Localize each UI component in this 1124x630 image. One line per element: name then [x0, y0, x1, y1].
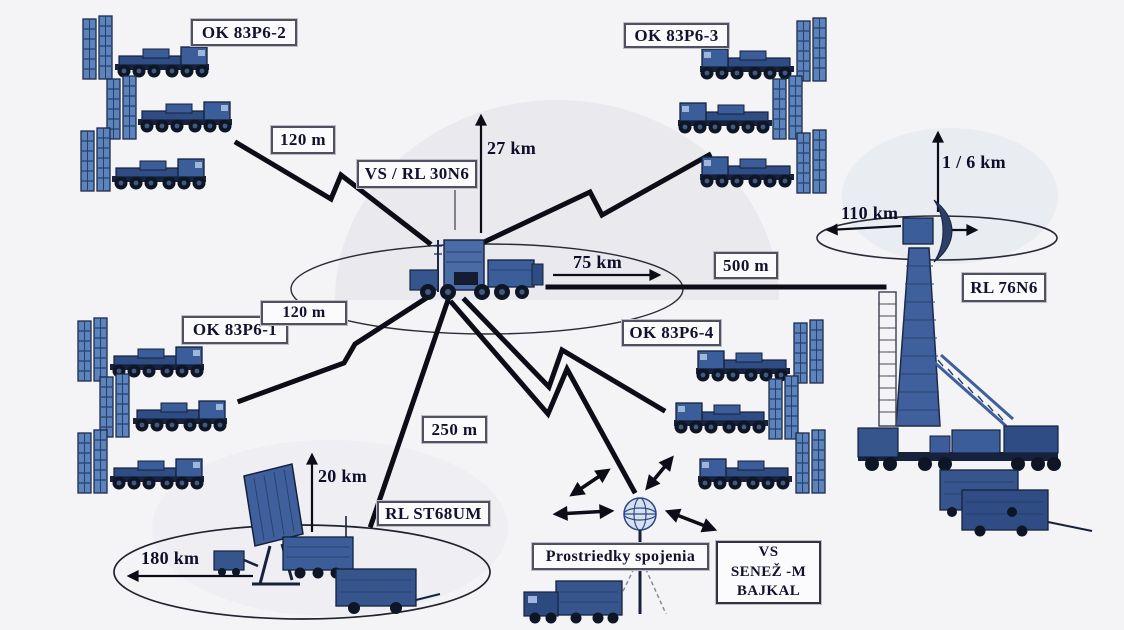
- link-to-83p6-1: [236, 293, 432, 405]
- link-lines: [233, 139, 887, 529]
- label-ok83p6-4: OK 83P6-4: [622, 320, 721, 346]
- senez-line-3: BAJKAL: [736, 583, 801, 600]
- arrow-110km: [825, 223, 902, 236]
- radar-st68um: [213, 463, 441, 614]
- distance-box-250m: 250 m: [422, 416, 487, 443]
- link-to-83p6-3: [478, 151, 713, 247]
- senez-line-2: SENEŽ -M: [730, 563, 807, 580]
- link-to-st68um: [367, 296, 452, 529]
- label-vs-rl-30n6: VS / RL 30N6: [357, 160, 477, 188]
- label-rl-st68um: RL ST68UM: [377, 501, 490, 526]
- distance-20km: 20 km: [318, 466, 368, 486]
- distance-box-120m-bottom: 120 m: [261, 301, 347, 325]
- link-to-comms: [448, 299, 638, 495]
- label-rl-76n6: RL 76N6: [962, 273, 1046, 302]
- distance-75km: 75 km: [573, 252, 623, 272]
- distance-1-6km: 1 / 6 km: [942, 152, 1006, 172]
- distance-110km: 110 km: [841, 203, 899, 223]
- distance-180km: 180 km: [141, 548, 200, 568]
- link-to-83p6-4: [461, 296, 667, 414]
- link-to-83p6-2: [233, 139, 433, 247]
- senez-line-1: VS: [758, 544, 779, 561]
- range-arrows: [126, 113, 979, 582]
- label-prostriedky-spojenia: Prostriedky spojenia: [532, 543, 709, 570]
- label-ok83p6-2: OK 83P6-2: [191, 19, 297, 46]
- distance-box-500m: 500 m: [714, 252, 778, 279]
- distance-27km: 27 km: [487, 138, 537, 158]
- mast-radar-76n6: [857, 199, 1093, 537]
- comms-truck: [523, 580, 623, 624]
- comms-arrows: [552, 455, 718, 533]
- radar-vehicle-30n6: [409, 239, 544, 300]
- label-ok83p6-3: OK 83P6-3: [624, 23, 729, 48]
- label-vs-senez-bajkal: VS SENEŽ -M BAJKAL: [716, 541, 821, 604]
- distance-box-120m-top: 120 m: [271, 126, 335, 154]
